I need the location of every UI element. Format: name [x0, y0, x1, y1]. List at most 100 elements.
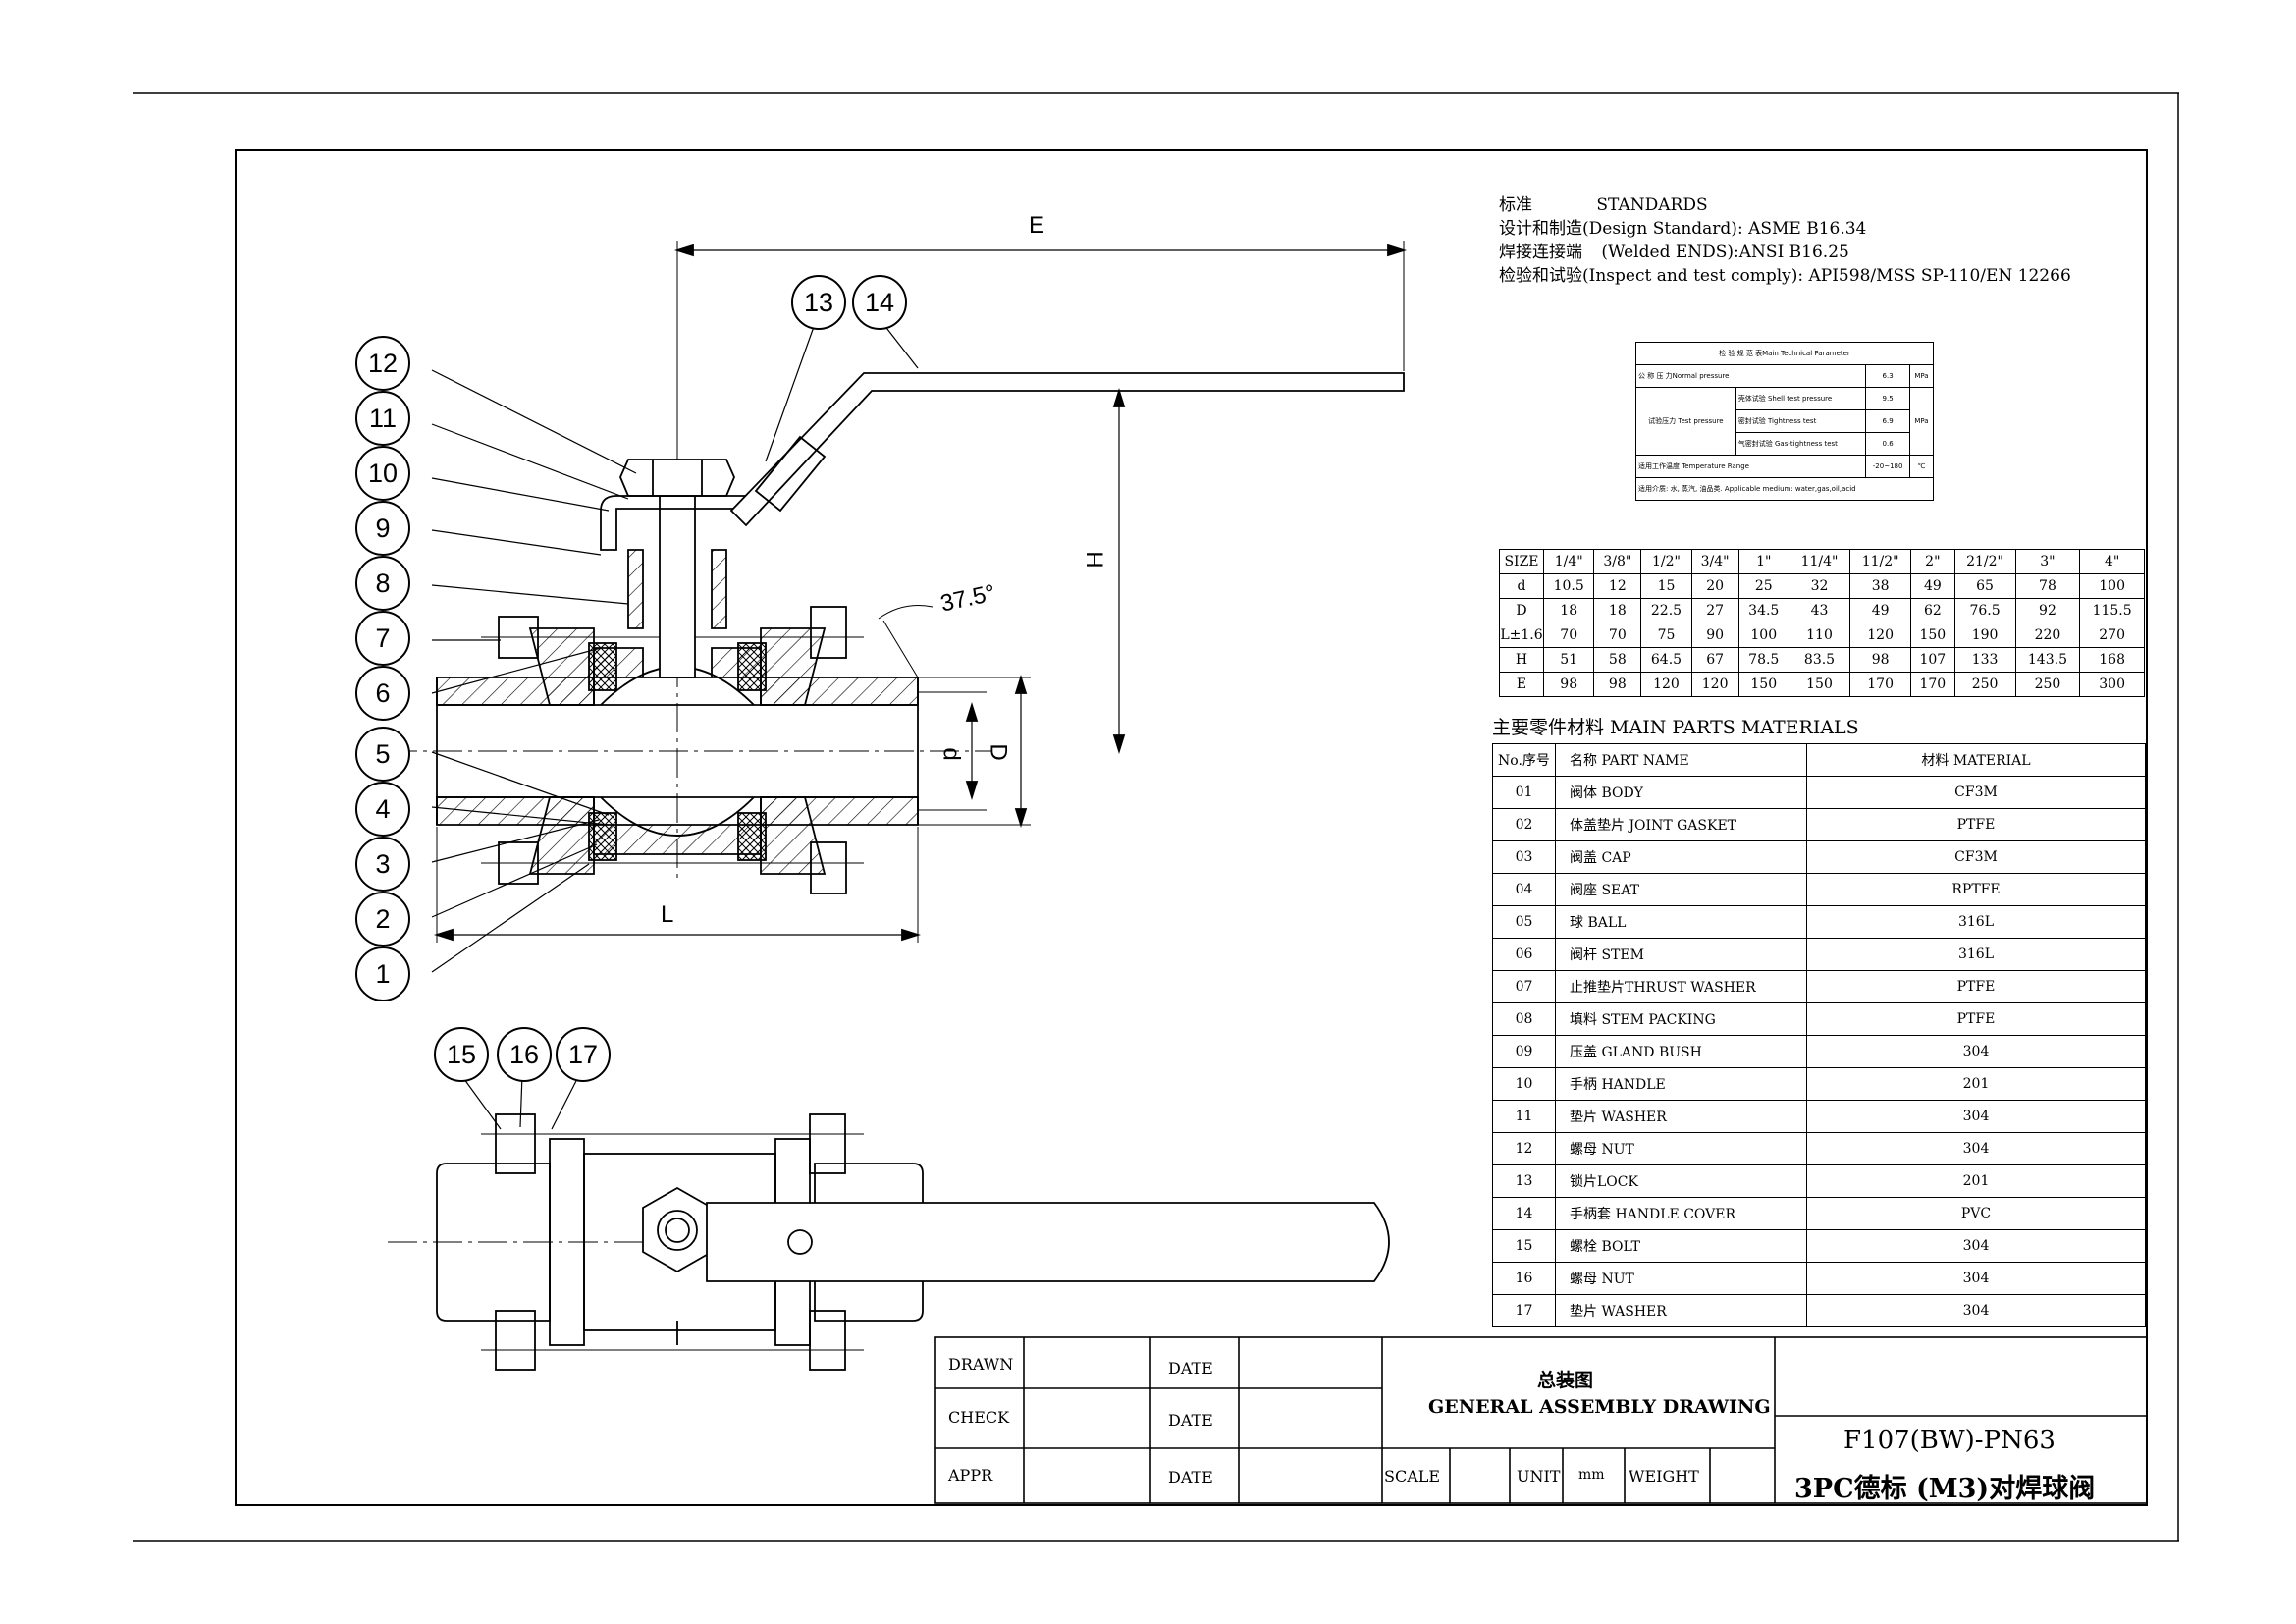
standards-line-en: (Inspect and test comply): API598/MSS SP… [1582, 266, 2071, 286]
materials-part: 阀体 BODY [1555, 776, 1807, 809]
size-cell: 18 [1542, 598, 1595, 623]
weight-label: WEIGHT [1629, 1467, 1699, 1486]
size-cell: 1/2" [1640, 549, 1692, 574]
standards-line-cn: 设计和制造 [1499, 219, 1582, 239]
materials-header-row: No.序号 名称 PART NAME 材料 MATERIAL [1492, 743, 2146, 777]
materials-part: 螺栓 BOLT [1555, 1229, 1807, 1263]
materials-no: 07 [1492, 970, 1556, 1003]
materials-part: 球 BALL [1555, 905, 1807, 939]
size-cell: 10.5 [1542, 573, 1595, 599]
materials-part: 阀盖 CAP [1555, 840, 1807, 874]
materials-part: 体盖垫片 JOINT GASKET [1555, 808, 1807, 841]
standards-heading-en: STANDARDS [1596, 195, 1708, 215]
tech-gas-value: 0.6 [1865, 432, 1910, 456]
size-cell: 3/8" [1593, 549, 1642, 574]
materials-material: RPTFE [1806, 873, 2146, 906]
title-block-frame [934, 1336, 2148, 1504]
materials-no: 14 [1492, 1197, 1556, 1230]
size-header-row: SIZE 1/4" 3/8" 1/2" 3/4" 1" 11/4" 11/2" … [1499, 549, 2145, 574]
tech-unit: MPa [1908, 364, 1935, 388]
standards-line-en: (Welded ENDS):ANSI B16.25 [1596, 243, 1849, 262]
tech-nominal-label: 公 称 压 力Normal pressure [1634, 364, 1867, 388]
materials-no: 10 [1492, 1067, 1556, 1101]
materials-material: PTFE [1806, 970, 2146, 1003]
tech-media: 适用介质: 水, 蒸汽, 油品类. Applicable medium: wat… [1635, 477, 1934, 501]
size-cell: d [1499, 573, 1544, 599]
size-cell: 220 [2014, 623, 2081, 648]
materials-part: 压盖 GLAND BUSH [1555, 1035, 1807, 1068]
balloon-5: 5 [355, 727, 410, 782]
size-cell: 150 [1737, 672, 1789, 697]
size-cell: 250 [2014, 672, 2081, 697]
size-cell: 64.5 [1640, 647, 1692, 673]
size-cell: 38 [1849, 573, 1912, 599]
materials-part: 阀座 SEAT [1555, 873, 1807, 906]
dim-e-label: E [1029, 212, 1045, 239]
materials-no: 11 [1492, 1100, 1556, 1133]
unit-label: UNIT [1517, 1467, 1561, 1486]
size-cell: 76.5 [1953, 598, 2016, 623]
materials-part: 填料 STEM PACKING [1555, 1002, 1807, 1036]
size-cell: 170 [1849, 672, 1912, 697]
materials-part: 垫片 WASHER [1555, 1100, 1807, 1133]
unit-value: mm [1578, 1467, 1605, 1483]
materials-no: 01 [1492, 776, 1556, 809]
materials-material: 201 [1806, 1164, 2146, 1198]
balloon-13: 13 [791, 275, 846, 330]
tech-param-table: 检 验 规 范 表Main Technical Parameter 公 称 压 … [1634, 342, 1935, 501]
tech-nominal-value: 6.3 [1865, 364, 1910, 388]
size-cell: 143.5 [2014, 647, 2081, 673]
materials-material: 304 [1806, 1262, 2146, 1295]
materials-no: 09 [1492, 1035, 1556, 1068]
balloon-2: 2 [355, 892, 410, 947]
size-cell: 25 [1737, 573, 1789, 599]
materials-material: CF3M [1806, 776, 2146, 809]
size-cell: 98 [1542, 672, 1595, 697]
top-view [388, 1074, 1390, 1371]
materials-no: 08 [1492, 1002, 1556, 1036]
size-cell: 120 [1690, 672, 1739, 697]
materials-part: 锁片LOCK [1555, 1164, 1807, 1198]
section-view [388, 241, 1408, 973]
size-cell: 62 [1910, 598, 1955, 623]
materials-no: 04 [1492, 873, 1556, 906]
size-cell: 1/4" [1542, 549, 1595, 574]
materials-material: 304 [1806, 1229, 2146, 1263]
materials-material: 316L [1806, 938, 2146, 971]
size-cell: 3/4" [1690, 549, 1739, 574]
size-cell: 90 [1690, 623, 1739, 648]
size-cell: 70 [1542, 623, 1595, 648]
size-cell: 1" [1737, 549, 1789, 574]
materials-part: 止推垫片THRUST WASHER [1555, 970, 1807, 1003]
size-table: SIZE 1/4" 3/8" 1/2" 3/4" 1" 11/4" 11/2" … [1499, 549, 2145, 697]
balloon-12: 12 [355, 336, 410, 391]
tech-temp-value: -20~180 [1865, 455, 1910, 478]
size-cell: D [1499, 598, 1544, 623]
materials-material: PVC [1806, 1197, 2146, 1230]
tech-gas-label: 气密封试验 Gas-tightness test [1735, 432, 1867, 456]
materials-header-cell: 材料 MATERIAL [1806, 743, 2146, 777]
size-cell: 49 [1910, 573, 1955, 599]
size-cell: 92 [2014, 598, 2081, 623]
materials-title: 主要零件材料 MAIN PARTS MATERIALS [1492, 717, 1859, 738]
standards-line-welded: 焊接连接端 (Welded ENDS):ANSI B16.25 [1499, 238, 1849, 262]
materials-material: PTFE [1806, 1002, 2146, 1036]
balloon-11: 11 [355, 391, 410, 446]
tech-unit: MPa [1908, 387, 1935, 456]
size-cell: 98 [1593, 672, 1642, 697]
balloon-10: 10 [355, 446, 410, 501]
dim-h-label: H [1082, 551, 1109, 568]
size-cell: 58 [1593, 647, 1642, 673]
size-cell: 168 [2079, 647, 2145, 673]
balloon-14: 14 [852, 275, 907, 330]
size-cell: 115.5 [2079, 598, 2145, 623]
size-cell: 98 [1849, 647, 1912, 673]
